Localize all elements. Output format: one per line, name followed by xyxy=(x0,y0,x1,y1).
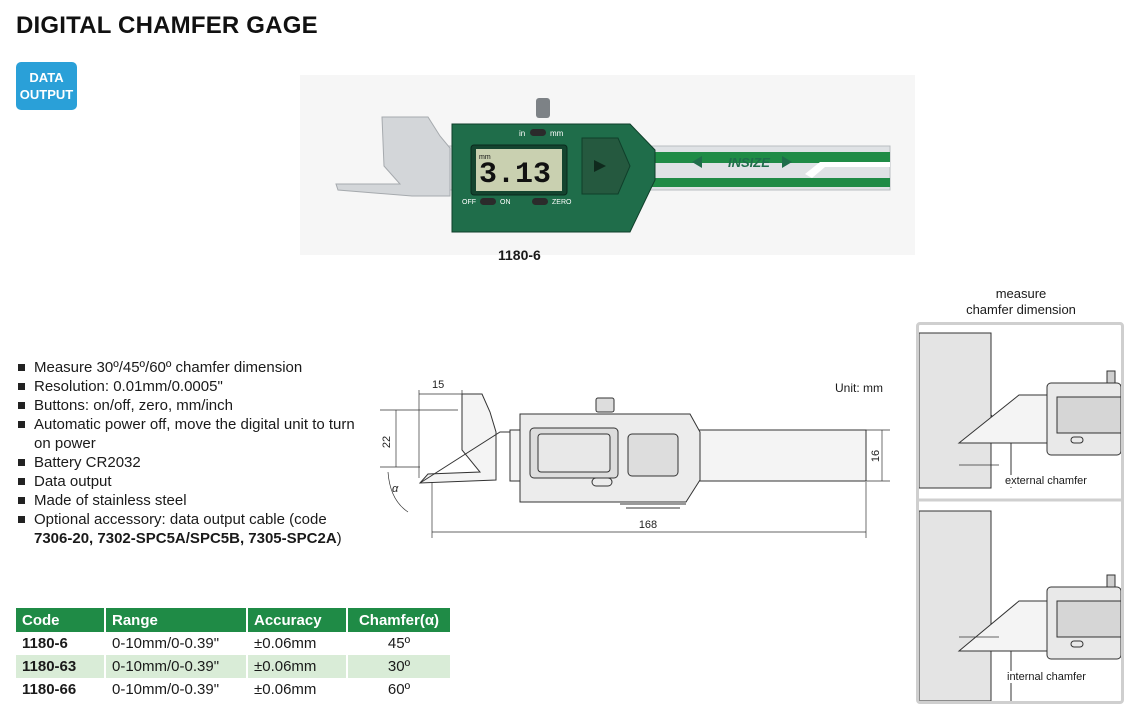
header-range: Range xyxy=(105,608,248,632)
caption-external: external chamfer xyxy=(1005,475,1087,487)
mm-label: mm xyxy=(550,129,564,138)
cell-accuracy: ±0.06mm xyxy=(247,632,348,655)
photo-model-label: 1180-6 xyxy=(498,247,541,263)
cell-range: 0-10mm/0-0.39" xyxy=(105,655,248,678)
play-arrow-icon xyxy=(594,160,606,172)
cell-range: 0-10mm/0-0.39" xyxy=(105,678,248,701)
cell-code: 1180-66 xyxy=(16,678,106,701)
gage-wheel-external xyxy=(1106,370,1116,384)
gage-display-external xyxy=(1056,396,1121,434)
cell-code: 1180-63 xyxy=(16,655,106,678)
table-row: 1180-6 0-10mm/0-0.39" ±0.06mm 45º xyxy=(16,632,450,655)
in-label: in xyxy=(519,129,525,138)
table-row: 1180-63 0-10mm/0-0.39" ±0.06mm 30º xyxy=(16,655,450,678)
usage-illustration xyxy=(919,332,1121,701)
workpiece-external xyxy=(919,332,992,489)
drawing-jaw xyxy=(418,393,497,484)
feature-codes: 7306-20, 7302-SPC5A/SPC5B, 7305-SPC2A xyxy=(34,530,337,547)
unit-label: Unit: mm xyxy=(835,381,883,395)
beam-stripe-bottom xyxy=(600,178,890,187)
brand-logo: INSIZE xyxy=(728,155,770,170)
feature-list: Measure 30º/45º/60º chamfer dimension Re… xyxy=(18,358,358,548)
drawing-thumb-pad xyxy=(627,433,679,477)
page-title: DIGITAL CHAMFER GAGE xyxy=(16,12,318,39)
dim-arc-alpha xyxy=(387,471,409,513)
on-label: ON xyxy=(500,199,511,206)
feature-item: Automatic power off, move the digital un… xyxy=(18,415,358,453)
cell-accuracy: ±0.06mm xyxy=(247,678,348,701)
feature-text-end: ) xyxy=(336,530,342,547)
drawing-button xyxy=(591,477,613,487)
feature-item: Measure 30º/45º/60º chamfer dimension xyxy=(18,358,358,377)
dim-label-16: 16 xyxy=(870,450,882,462)
brand-arrows xyxy=(692,156,792,168)
drawing-jaw-edge xyxy=(419,431,510,484)
drawing-lcd xyxy=(537,433,611,473)
lcd-unit: mm xyxy=(479,154,491,161)
cell-accuracy: ±0.06mm xyxy=(247,655,348,678)
feature-item: Buttons: on/off, zero, mm/inch xyxy=(18,396,358,415)
feature-item: Resolution: 0.01mm/0.0005" xyxy=(18,377,358,396)
panel-title: measure chamfer dimension xyxy=(916,286,1126,318)
spec-table: Code Range Accuracy Chamfer(α) 1180-6 0-… xyxy=(16,608,450,701)
drawing-thumb-wheel xyxy=(595,397,615,413)
off-label: OFF xyxy=(462,199,476,206)
lcd-value: 3.13 xyxy=(479,158,551,192)
dim-label-22: 22 xyxy=(381,436,393,448)
technical-drawing: 15 22 16 168 α xyxy=(380,379,890,538)
dim-label-alpha: α xyxy=(392,483,399,495)
caption-internal: internal chamfer xyxy=(1007,671,1086,683)
zero-button xyxy=(532,198,548,205)
feature-item: Data output xyxy=(18,472,358,491)
badge-line-2: OUTPUT xyxy=(19,87,74,102)
panel-title-line-2: chamfer dimension xyxy=(966,302,1076,317)
gage-display-internal xyxy=(1056,600,1121,638)
lcd-screen xyxy=(476,149,562,191)
header-code: Code xyxy=(16,608,106,632)
beam-stripe-top xyxy=(600,152,890,163)
product-photo: 3.13 mm in mm OFF ON ZERO INSIZE xyxy=(300,75,915,255)
cell-range: 0-10mm/0-0.39" xyxy=(105,632,248,655)
feature-item: Battery CR2032 xyxy=(18,453,358,472)
measuring-jaw xyxy=(335,116,451,197)
workpiece-internal xyxy=(919,510,992,701)
chamfer-usage-panel: external chamfer internal chamfer xyxy=(916,322,1124,704)
cell-code: 1180-6 xyxy=(16,632,106,655)
zero-label: ZERO xyxy=(552,199,572,206)
panel-title-line-1: measure xyxy=(995,286,1047,301)
cell-chamfer: 30º xyxy=(347,655,450,678)
beam-swoosh xyxy=(805,162,890,178)
dim-label-15: 15 xyxy=(432,379,444,391)
header-accuracy: Accuracy xyxy=(247,608,348,632)
badge-line-1: DATA xyxy=(29,70,64,85)
feature-item: Optional accessory: data output cable (c… xyxy=(18,510,358,548)
gage-wheel-internal xyxy=(1106,574,1116,588)
dim-label-168: 168 xyxy=(639,519,657,531)
feature-text: Optional accessory: data output cable (c… xyxy=(34,511,327,528)
gage-button-external xyxy=(1070,436,1084,444)
drawing-knurl xyxy=(620,503,686,509)
thumb-wheel xyxy=(536,98,550,118)
inch-mm-button xyxy=(530,129,546,136)
cell-chamfer: 60º xyxy=(347,678,450,701)
on-off-button xyxy=(480,198,496,205)
header-chamfer: Chamfer(α) xyxy=(347,608,450,632)
table-row: 1180-66 0-10mm/0-0.39" ±0.06mm 60º xyxy=(16,678,450,701)
data-output-badge: DATA OUTPUT xyxy=(16,62,77,110)
table-header-row: Code Range Accuracy Chamfer(α) xyxy=(16,608,450,632)
cell-chamfer: 45º xyxy=(347,632,450,655)
feature-item: Made of stainless steel xyxy=(18,491,358,510)
gage-button-internal xyxy=(1070,640,1084,648)
